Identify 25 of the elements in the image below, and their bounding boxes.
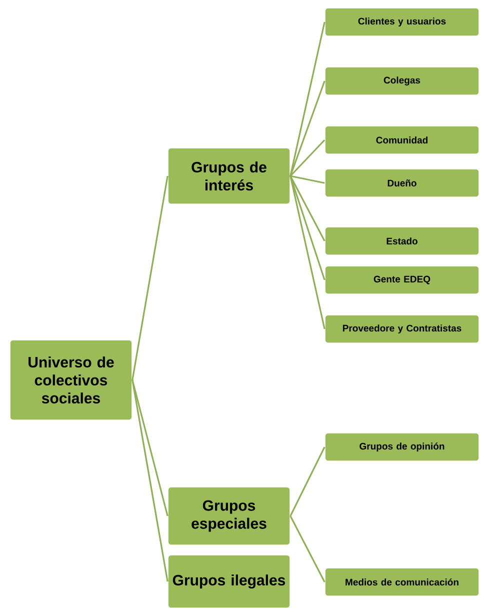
connector-line xyxy=(290,80,326,176)
leaf-box: Gente EDEQ xyxy=(324,266,480,294)
connector-line xyxy=(290,22,326,176)
leaf-box: Estado xyxy=(324,226,480,256)
leaf-box: Grupos de opinión xyxy=(324,432,480,462)
root-box: Universo de colectivos sociales xyxy=(10,340,132,420)
leaf-box: Colegas xyxy=(324,66,480,96)
leaf-box: Proveedore y Contratistas xyxy=(324,314,480,344)
connector-line xyxy=(132,380,168,582)
connector-line xyxy=(290,446,326,516)
group-box: Grupos de interés xyxy=(168,148,290,204)
connector-line xyxy=(290,516,326,582)
leaf-box: Clientes y usuarios xyxy=(324,8,480,36)
group-box: Grupos ilegales xyxy=(168,554,290,608)
connector-line xyxy=(290,176,326,330)
connector-line xyxy=(290,176,326,280)
connector-line xyxy=(290,176,326,242)
leaf-box: Dueño xyxy=(324,168,480,198)
leaf-box: Comunidad xyxy=(324,126,480,154)
connector-line xyxy=(290,175,325,184)
connector-line xyxy=(132,176,168,380)
leaf-box: Medios de comunicación xyxy=(324,568,480,596)
connector-line xyxy=(132,380,168,516)
connector-line xyxy=(290,139,326,177)
group-box: Grupos especiales xyxy=(168,486,290,546)
